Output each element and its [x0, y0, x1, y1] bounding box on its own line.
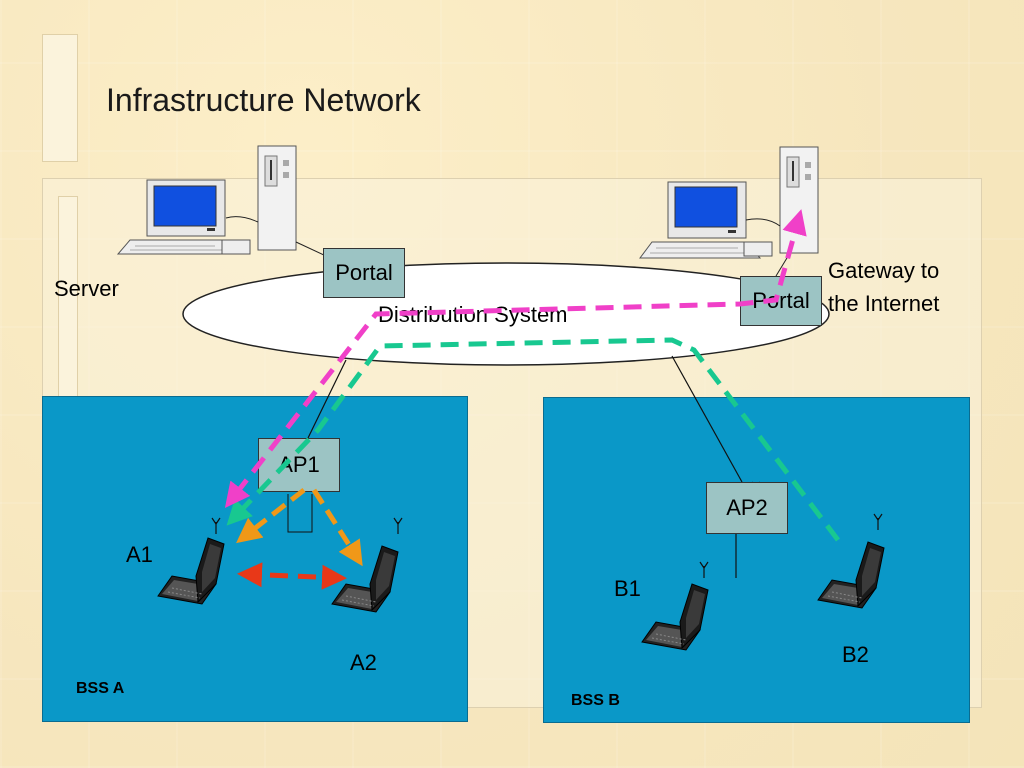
orange-arrow-ap1-a2: [311, 488, 363, 567]
a1-label: A1: [126, 542, 153, 567]
magenta-path-arrow: [224, 209, 807, 508]
gateway-label-line2: the Internet: [828, 291, 940, 316]
decor-bar-top: [42, 34, 78, 162]
gateway-label-line1: Gateway to: [828, 258, 940, 283]
red-arrow-a1-a2: [237, 562, 347, 590]
bss-b-label: BSS B: [571, 692, 620, 709]
orange-arrow-ap1-a1: [236, 488, 306, 544]
green-path-arrow: [226, 337, 840, 542]
bss-a-label: BSS A: [76, 680, 125, 697]
b1-label: B1: [614, 576, 641, 601]
b2-label: B2: [842, 642, 869, 667]
page-title: Infrastructure Network: [106, 82, 421, 118]
a2-label: A2: [350, 650, 377, 675]
server-label: Server: [54, 276, 119, 301]
